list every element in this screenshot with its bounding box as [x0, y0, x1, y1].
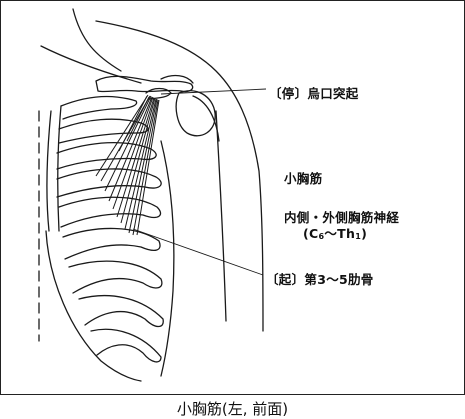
scapula-edge — [160, 140, 175, 377]
rib-6 — [62, 227, 161, 260]
label-nerve: 内側・外側胸筋神経 — [284, 210, 400, 225]
shoulder-top-outline — [95, 20, 264, 332]
acromion — [160, 74, 194, 84]
coracoid-process — [145, 87, 172, 100]
rib-8 — [78, 294, 164, 328]
label-insertion: 〔停〕烏口突起 — [269, 86, 359, 101]
rib-2 — [58, 118, 149, 144]
rib-5 — [58, 196, 162, 228]
trapezius-line — [40, 45, 142, 84]
leader-origin — [132, 228, 264, 276]
pectoralis-minor-muscle — [95, 94, 160, 236]
rib-1 — [60, 95, 138, 120]
nerve-roots-mid: ～Th — [324, 226, 356, 241]
rib-9 — [90, 328, 162, 363]
neck-outline — [72, 8, 122, 72]
nerve-roots-c-sub: 6 — [318, 232, 325, 241]
rib-3 — [56, 141, 157, 170]
deltoid-line — [192, 95, 220, 142]
upper-arm-inner — [215, 110, 227, 322]
sternum — [46, 110, 52, 232]
label-muscle-name: 小胸筋 — [284, 171, 323, 186]
clavicle — [95, 75, 194, 93]
sternum-inner — [57, 105, 62, 232]
label-nerve-roots: (C6～Th1) — [303, 223, 367, 242]
figure-caption: 小胸筋(左, 前面) — [176, 400, 289, 418]
nerve-roots-close: ) — [361, 226, 368, 241]
nerve-roots-open: (C — [303, 226, 319, 241]
label-origin: 〔起〕第3～5肋骨 — [266, 272, 374, 287]
nerve-roots-th-sub: 1 — [355, 232, 362, 241]
leader-insertion — [160, 88, 267, 95]
rib-7 — [68, 260, 163, 294]
costal-margin — [45, 230, 142, 382]
anatomy-figure: 〔停〕烏口突起 小胸筋 内側・外側胸筋神経 (C6～Th1) 〔起〕第3～5肋骨 — [0, 0, 465, 395]
humeral-head — [175, 90, 216, 137]
rib-4 — [56, 168, 162, 198]
shoulder-diagram — [38, 8, 267, 382]
